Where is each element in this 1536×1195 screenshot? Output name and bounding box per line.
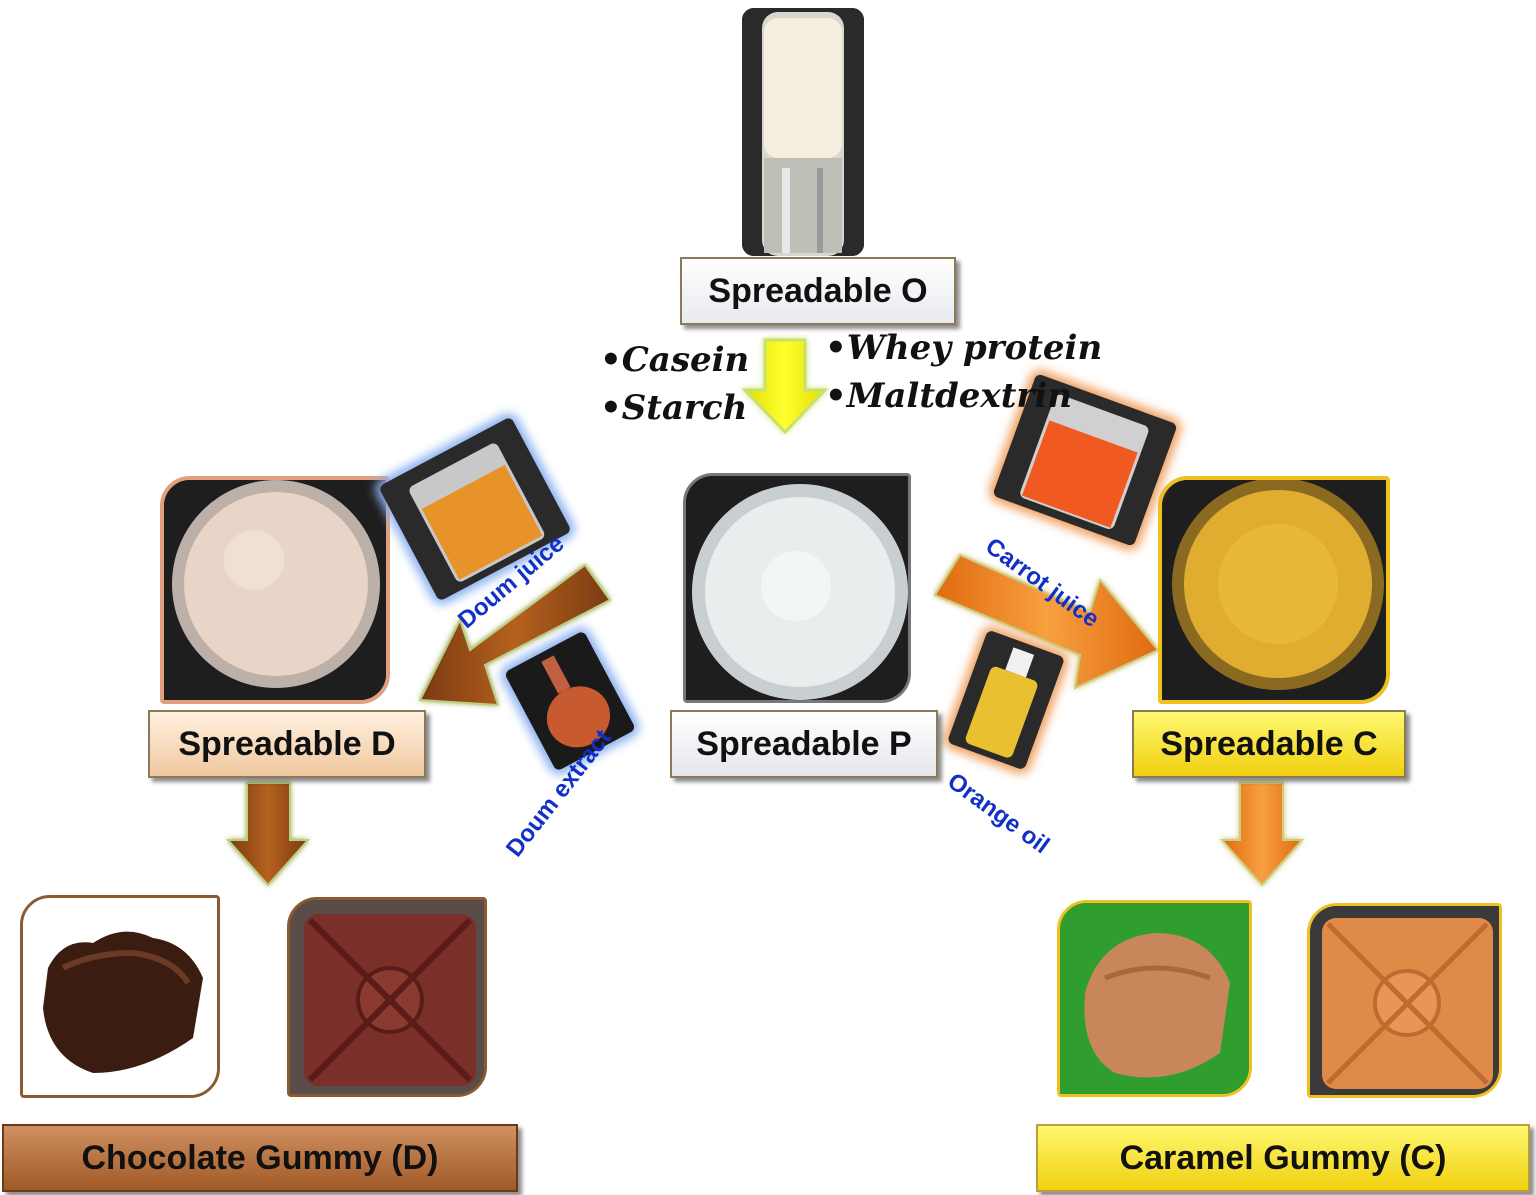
ingredient-whey-protein: •Whey protein	[825, 328, 1103, 368]
arrow-d-to-gummy	[225, 782, 311, 887]
caramel-gummy-label: Caramel Gummy (C)	[1036, 1124, 1530, 1192]
spreadable-p-label: Spreadable P	[670, 710, 938, 778]
doum-extract-flask-photo	[503, 630, 637, 772]
arrow-p-to-c	[933, 553, 1160, 690]
spreadable-o-label: Spreadable O	[680, 257, 956, 325]
chocolate-gummy-photo-2	[287, 897, 487, 1097]
spreadable-d-label: Spreadable D	[148, 710, 426, 778]
caramel-gummy-photo-2	[1307, 903, 1502, 1098]
spreadable-o-tube-photo	[742, 8, 864, 256]
ingredient-casein: •Casein	[600, 340, 750, 380]
caramel-gummy-photo-1	[1057, 900, 1252, 1097]
spreadable-d-photo	[160, 476, 390, 704]
arrow-p-to-d	[418, 563, 612, 707]
spreadable-c-label: Spreadable C	[1132, 710, 1406, 778]
arrow-c-to-gummy	[1219, 782, 1305, 887]
arrow-o-to-p	[741, 338, 829, 435]
ingredient-maltdextrin: •Maltdextrin	[825, 376, 1072, 416]
spreadable-c-photo	[1158, 476, 1390, 704]
carrot-juice-beaker-photo	[992, 373, 1178, 547]
ingredient-starch: •Starch	[600, 388, 748, 428]
chocolate-gummy-label: Chocolate Gummy (D)	[2, 1124, 518, 1192]
orange-oil-bottle-photo	[946, 629, 1066, 771]
doum-juice-beaker-photo	[378, 416, 572, 602]
spreadable-p-photo	[683, 473, 911, 703]
chocolate-gummy-photo-1	[20, 895, 220, 1098]
